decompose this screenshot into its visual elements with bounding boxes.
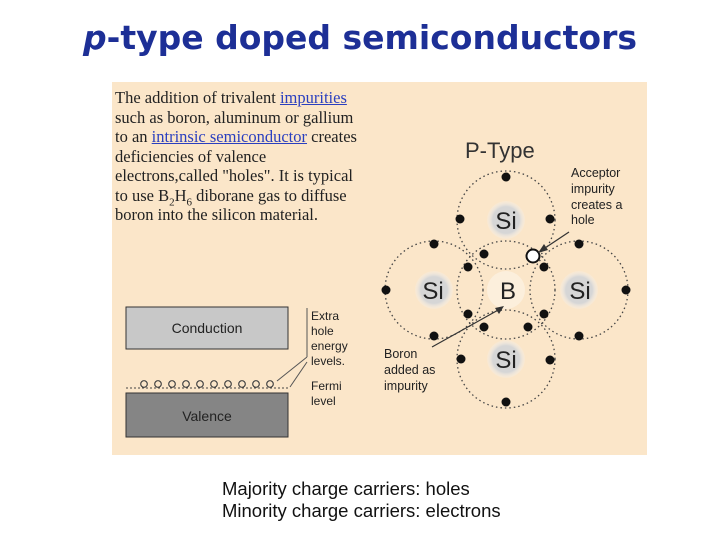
boron-arrow-head <box>495 306 504 314</box>
electrons <box>381 172 631 407</box>
extra-label-3: energy <box>311 339 348 353</box>
acceptor-label-3: creates a <box>571 198 622 212</box>
fermi-label-1: Fermi <box>311 379 342 393</box>
title-rest: -type doped semiconductors <box>106 18 637 57</box>
conduction-label: Conduction <box>172 320 243 336</box>
si-atom-right <box>560 271 598 309</box>
slide-title: p-type doped semiconductors <box>0 18 720 57</box>
acceptor-label-4: hole <box>571 213 595 227</box>
extra-label-1: Extra <box>311 309 339 323</box>
desc-text-4: H <box>174 185 187 205</box>
b-label-center: B <box>500 278 516 305</box>
si-atom-top <box>487 201 525 239</box>
title-italic-p: p <box>83 18 107 57</box>
minority-carriers-text: Minority charge carriers: electrons <box>222 500 501 521</box>
conduction-band <box>125 306 289 350</box>
acceptor-arrow-line <box>541 231 570 251</box>
boron-label-3: impurity <box>384 379 429 393</box>
acceptor-label-1: Acceptor <box>571 166 620 180</box>
carriers-summary: Majority charge carriers: holes Minority… <box>222 478 501 522</box>
boron-label-1: Boron <box>384 347 417 361</box>
majority-carriers-text: Majority charge carriers: holes <box>222 478 470 499</box>
si-atom-bottom <box>487 340 525 378</box>
acceptor-levels <box>140 380 274 388</box>
fermi-label-2: level <box>311 394 336 408</box>
p-type-heading: P-Type <box>465 138 535 163</box>
desc-subscript-2: 2 <box>169 195 175 208</box>
si-atom-left <box>415 271 453 309</box>
desc-text-5: diborane gas to diffuse boron into the s… <box>115 185 347 225</box>
extra-pointer-line <box>276 356 308 382</box>
description-text: The addition of trivalent impurities suc… <box>115 88 365 225</box>
p-type-figure: The addition of trivalent impurities suc… <box>112 82 647 455</box>
desc-subscript-6: 6 <box>186 195 193 208</box>
si-label-bottom: Si <box>495 347 516 374</box>
impurities-link[interactable]: impurities <box>279 88 347 107</box>
desc-text-3: creates deficiencies of valence electron… <box>115 127 357 205</box>
fermi-pointer-line <box>289 361 308 388</box>
extra-label-4: levels. <box>311 354 345 368</box>
boron-label-2: added as <box>384 363 435 377</box>
acceptor-arrow-head <box>538 244 548 253</box>
valence-label: Valence <box>182 408 232 424</box>
valence-band <box>125 392 289 438</box>
boron-arrow-line <box>431 308 501 348</box>
desc-text-1: The addition of trivalent <box>115 88 280 107</box>
extra-label-2: hole <box>311 324 334 338</box>
intrinsic-semiconductor-link[interactable]: intrinsic semiconductor <box>151 127 308 146</box>
acceptor-label-2: impurity <box>571 182 616 196</box>
diagram-svg: Conduction Valence Extra hole energy lev… <box>125 138 631 438</box>
hole-marker <box>525 248 541 264</box>
si-label-right: Si <box>569 278 590 305</box>
desc-text-2: such as boron, aluminum or gallium to an <box>115 107 354 147</box>
b-atom-center <box>487 271 525 309</box>
si-label-top: Si <box>495 208 516 235</box>
si-label-left: Si <box>422 278 443 305</box>
